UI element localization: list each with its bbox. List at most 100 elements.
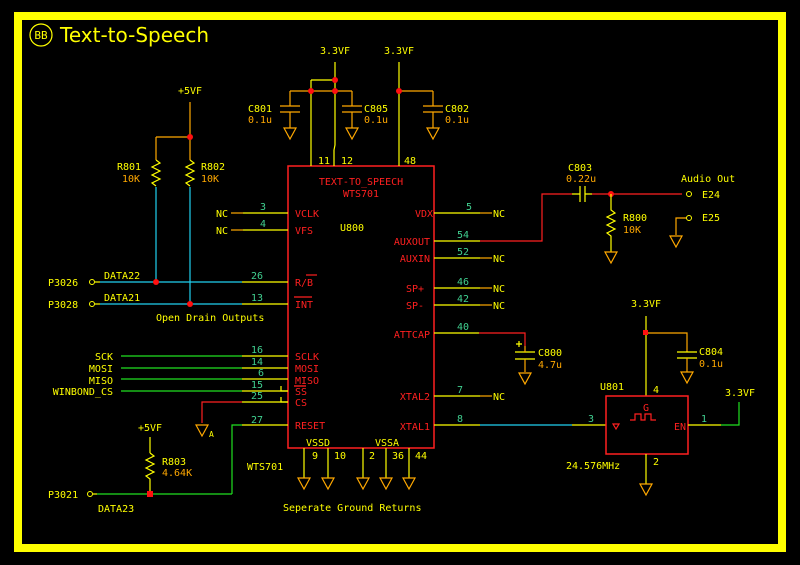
pin-name-xtal1: XTAL1	[400, 422, 430, 433]
r802-ref: R802	[201, 162, 225, 173]
pin-name-mosi: MOSI	[295, 364, 319, 375]
pin-name-reset: RESET	[295, 421, 325, 432]
nc-vdx: NC	[493, 209, 505, 220]
net-label-data22: DATA22	[104, 271, 140, 282]
r802-value: 10K	[201, 174, 219, 185]
connector-p3028[interactable]: P3028	[48, 300, 95, 311]
pin-name-miso: MISO	[295, 376, 319, 387]
e25-label: E25	[702, 213, 720, 224]
pin-num-11: 11	[318, 156, 330, 167]
pin-num-osc-2: 2	[653, 457, 659, 468]
pin-name-rb: R/B	[295, 278, 313, 289]
pin-num-54: 54	[457, 230, 469, 241]
pin-num-16: 16	[251, 345, 263, 356]
pin-num-26: 26	[251, 271, 263, 282]
connector-e25[interactable]: E25	[668, 213, 720, 249]
resistor-r803[interactable]: R803 4.64K	[144, 452, 192, 494]
cap-c805[interactable]: C805 0.1u	[342, 91, 388, 141]
chip-u800-part: WTS701	[343, 189, 379, 200]
cap-c804[interactable]: C804 0.1u	[677, 347, 723, 385]
nc-vfs: NC	[216, 226, 228, 237]
connector-e24[interactable]: E24	[686, 190, 721, 201]
resistor-r800[interactable]: R800 10K	[603, 194, 647, 265]
pin-num-osc-4: 4	[653, 385, 659, 396]
pin-num-14: 14	[251, 357, 263, 368]
pin-num-5: 5	[466, 202, 472, 213]
osc-g-label: G	[643, 403, 649, 414]
pin-num-12: 12	[341, 156, 353, 167]
net-label-sck: SCK	[95, 352, 113, 363]
resistor-r801[interactable]: R801 10K	[117, 159, 162, 187]
r800-value: 10K	[623, 225, 641, 236]
net-label-mosi: MOSI	[89, 364, 113, 375]
net-label-miso: MISO	[89, 376, 113, 387]
c803-ref: C803	[568, 163, 592, 174]
pin-num-10: 10	[334, 451, 346, 462]
pin-num-15: 15	[251, 380, 263, 391]
c800-ref: C800	[538, 348, 562, 359]
connector-p3021[interactable]: P3021	[48, 490, 93, 501]
power-label-5v-bottom: +5VF	[138, 423, 162, 434]
pin-name-sp-minus: SP-	[406, 301, 424, 312]
pin-name-auxin: AUXIN	[400, 254, 430, 265]
pin-num-44: 44	[415, 451, 427, 462]
c804-value: 0.1u	[699, 359, 723, 370]
resistor-r802[interactable]: R802 10K	[184, 159, 225, 187]
nc-auxin: NC	[493, 254, 505, 265]
pin-num-48: 48	[404, 156, 416, 167]
pin-num-40: 40	[457, 322, 469, 333]
c801-value: 0.1u	[248, 115, 272, 126]
sheet-title: Text-to-Speech	[59, 23, 209, 47]
p3021-label: P3021	[48, 490, 78, 501]
osc-en-label: EN	[674, 422, 686, 433]
power-label-3v3-b: 3.3VF	[384, 46, 414, 57]
c801-ref: C801	[248, 104, 272, 115]
pin-num-52: 52	[457, 247, 469, 258]
r803-value: 4.64K	[162, 468, 192, 479]
vssa-label: VSSA	[375, 438, 399, 449]
pin-name-sclk: SCLK	[295, 352, 319, 363]
pin-num-25: 25	[251, 391, 263, 402]
pin-name-auxout: AUXOUT	[394, 237, 430, 248]
c805-ref: C805	[364, 104, 388, 115]
pin-num-13: 13	[251, 293, 263, 304]
pin-name-attcap: ATTCAP	[394, 330, 430, 341]
pin-num-7: 7	[457, 385, 463, 396]
pin-name-vclk: VCLK	[295, 209, 319, 220]
cap-c801[interactable]: C801 0.1u	[248, 91, 300, 141]
logo-text: BB	[34, 29, 48, 42]
pin-num-2: 2	[369, 451, 375, 462]
nc-sp-minus: NC	[493, 301, 505, 312]
c802-value: 0.1u	[445, 115, 469, 126]
cap-c802[interactable]: C802 0.1u	[423, 91, 469, 141]
r800-ref: R800	[623, 213, 647, 224]
pin-num-osc-3: 3	[588, 414, 594, 425]
pin-num-4: 4	[260, 219, 266, 230]
pin-num-3: 3	[260, 202, 266, 213]
r801-value: 10K	[122, 174, 140, 185]
nc-sp-plus: NC	[493, 284, 505, 295]
c802-ref: C802	[445, 104, 469, 115]
pin-name-sp-plus: SP+	[406, 284, 424, 295]
net-label-data21: DATA21	[104, 293, 140, 304]
pin-name-xtal2: XTAL2	[400, 392, 430, 403]
p3026-label: P3026	[48, 278, 78, 289]
cap-c800[interactable]: C800 4.7u	[515, 341, 562, 386]
note-open-drain: Open Drain Outputs	[156, 313, 264, 324]
power-label-5v-top: +5VF	[178, 86, 202, 97]
chip-u800[interactable]	[287, 165, 435, 449]
cap-c803[interactable]: C803 0.22u	[566, 163, 596, 202]
c804-ref: C804	[699, 347, 723, 358]
pin-num-36: 36	[392, 451, 404, 462]
chip-u801-ref: U801	[600, 382, 624, 393]
net-label-winbond-cs: WINBOND_CS	[53, 387, 113, 398]
pin-num-6: 6	[258, 368, 264, 379]
note-separate-grounds: Seperate Ground Returns	[283, 503, 421, 514]
logo: BB	[29, 23, 53, 47]
clock-wave-icon	[630, 413, 656, 421]
pin-name-int: INT	[295, 300, 313, 311]
chip-u800-ref: U800	[340, 223, 364, 234]
connector-p3026[interactable]: P3026	[48, 278, 95, 289]
c800-value: 4.7u	[538, 360, 562, 371]
